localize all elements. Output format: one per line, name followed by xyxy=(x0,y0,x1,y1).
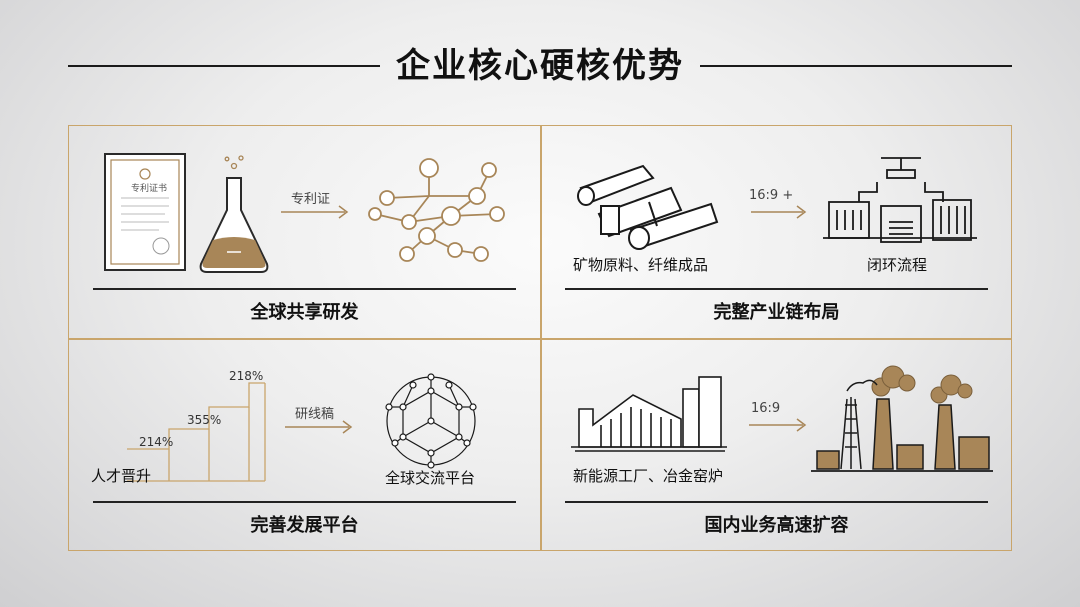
expansion-arrow-label: 16:9 xyxy=(751,401,781,416)
expansion-illustration xyxy=(571,365,993,472)
molecule-network-icon xyxy=(368,158,505,262)
cell-rd-separator xyxy=(93,288,516,290)
patent-certificate-icon xyxy=(104,153,186,271)
flask-icon xyxy=(199,155,269,273)
expansion-left-label: 新能源工厂、冶金窑炉 xyxy=(573,467,724,485)
grid-divider-horizontal xyxy=(69,338,1011,340)
cell-global-rd: 专利证书 专利证 全球共享研发 xyxy=(69,126,540,338)
smokestack-plant-icon xyxy=(811,365,993,472)
title-rule-right xyxy=(700,65,1012,67)
geodesic-sphere-icon xyxy=(385,373,477,469)
cell-industry-chain: 16:9 + 矿物原料、纤维成品 闭环流程 完整产业链布局 xyxy=(541,126,1012,338)
cell-expansion-separator xyxy=(565,501,988,503)
cell-expansion-title: 国内业务高速扩容 xyxy=(704,515,849,536)
cell-chain-separator xyxy=(565,288,988,290)
cell-platform-separator xyxy=(93,501,516,503)
chain-arrow-label: 16:9 + xyxy=(749,188,794,203)
chain-left-label: 矿物原料、纤维成品 xyxy=(573,256,709,274)
staircase-chart-icon xyxy=(127,382,266,482)
title-rule-left xyxy=(68,65,380,67)
platform-left-label: 人才晋升 xyxy=(91,467,152,485)
processing-machine-icon xyxy=(823,157,977,243)
page-title: 企业核心硬核优势 xyxy=(396,46,684,86)
step-label-1: 214% xyxy=(139,435,174,449)
certificate-caption: 专利证书 xyxy=(131,184,168,194)
cell-chain-title: 完整产业链布局 xyxy=(713,302,840,323)
rd-arrow-label: 专利证 xyxy=(291,192,331,207)
platform-illustration xyxy=(127,373,477,482)
header: 企业核心硬核优势 xyxy=(0,38,1080,94)
cell-development-platform: 214% 355% 218% 研线稿 人才晋升 全球交流平台 完善发展平台 xyxy=(69,339,540,551)
chain-illustration xyxy=(577,157,977,250)
advantage-grid: 专利证书 专利证 全球共享研发 xyxy=(68,125,1012,551)
cell-domestic-expansion: 16:9 新能源工厂、冶金窑炉 国内业务高速扩容 xyxy=(541,339,1012,551)
raw-material-bundle-icon xyxy=(577,164,719,250)
platform-right-label: 全球交流平台 xyxy=(385,469,476,487)
step-label-2: 355% xyxy=(187,413,222,427)
cell-platform-title: 完善发展平台 xyxy=(250,515,359,536)
platform-arrow-label: 研线稿 xyxy=(295,407,335,422)
cell-rd-title: 全球共享研发 xyxy=(250,302,359,323)
chain-right-label: 闭环流程 xyxy=(867,256,928,274)
factory-building-icon xyxy=(571,376,727,452)
rd-illustration xyxy=(104,153,505,273)
step-label-3: 218% xyxy=(229,369,264,383)
